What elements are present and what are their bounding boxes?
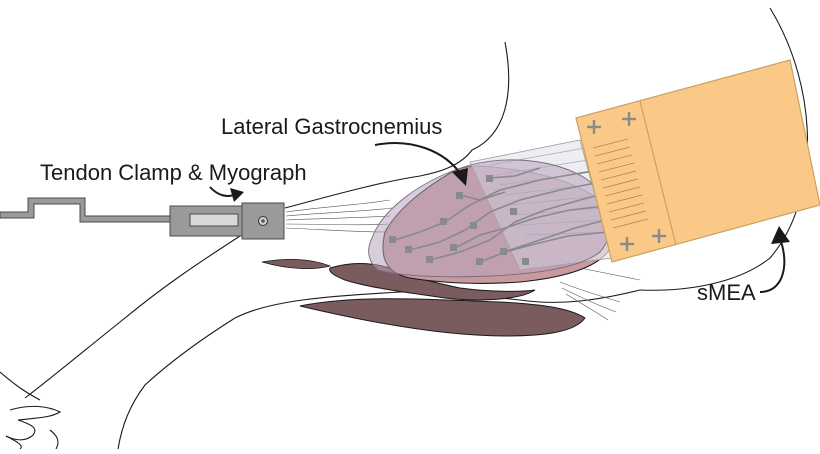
fiber [286,228,385,232]
fiber [286,200,390,212]
electrode-pad [476,258,483,265]
label-lateral-gastrocnemius: Lateral Gastrocnemius [221,114,442,139]
foot-contour-2 [10,406,60,420]
fiber [286,224,388,225]
fiber [286,216,390,220]
electrode-pad [470,222,477,229]
electrode-pad [522,258,529,265]
toe-contour-1 [6,420,35,440]
electrode-pad [500,248,507,255]
smea-connector [576,60,820,262]
tendon-clamp-myograph [0,198,284,239]
shin-back-contour [118,318,235,449]
arrow-lateral-gastrocnemius [375,143,462,176]
myograph-rod [0,198,170,222]
foot-contour-1 [0,372,40,400]
electrode-pad [426,256,433,263]
shin-front-contour [25,236,240,398]
circle-icon [261,219,265,223]
label-tendon-clamp-myograph: Tendon Clamp & Myograph [40,160,307,185]
electrode-pad [486,175,493,182]
thigh-upper-contour [472,42,509,150]
label-smea: sMEA [697,280,756,305]
toe-contour-2 [6,436,21,449]
fiber [580,268,640,280]
arrowhead [771,226,790,244]
muscle-dark-lower [300,299,585,336]
electrode-pad [405,246,412,253]
electrode-pad [389,236,396,243]
fiber [286,208,392,216]
toe-contour-3 [50,430,58,449]
electrode-pad [510,208,517,215]
electrode-pad [440,218,447,225]
muscle-dark-tail [262,259,330,268]
fiber [560,282,620,302]
arrowhead [230,188,244,202]
arrow-smea [760,238,784,292]
electrode-pad [456,192,463,199]
smea-board [576,60,820,262]
clamp-slot [190,214,238,226]
electrode-pad [450,244,457,251]
